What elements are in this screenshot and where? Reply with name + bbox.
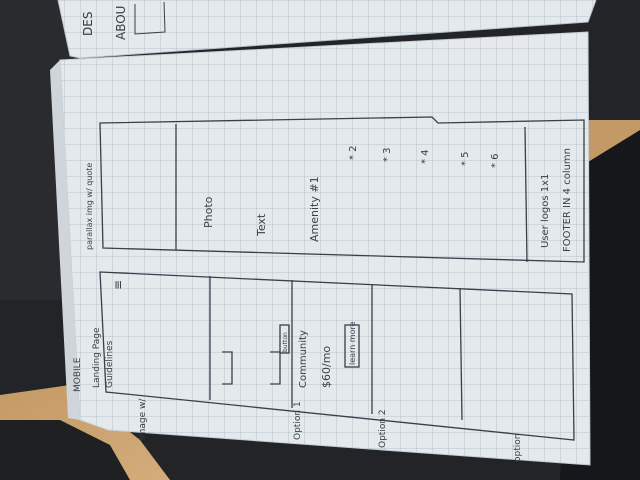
community-title: Community bbox=[298, 330, 309, 388]
desktop-frame bbox=[99, 116, 585, 263]
page-curl-edge bbox=[50, 60, 80, 420]
parallax-note: parallax img w/ quote bbox=[85, 163, 94, 250]
hamburger-icon: ≡ bbox=[111, 280, 125, 290]
price-label: $60/mo bbox=[320, 346, 333, 388]
side-note-option-2: Option 2 bbox=[378, 409, 388, 448]
amenity-1-label: Amenity #1 bbox=[308, 176, 321, 242]
mobile-card-2 bbox=[270, 351, 281, 385]
amenity-2-label: * 2 bbox=[348, 145, 359, 160]
amenity-6-label: * 6 bbox=[490, 153, 501, 168]
top-notebook-page bbox=[57, 0, 597, 59]
user-logos-label: User logos 1x1 bbox=[540, 174, 551, 248]
text-label: Text bbox=[255, 213, 268, 237]
footer-label: FOOTER IN 4 column bbox=[562, 148, 573, 252]
landing-page-line-2: Guidelines bbox=[105, 340, 115, 388]
side-note-option-1: Option 1 bbox=[293, 401, 303, 440]
top-page-box bbox=[134, 1, 166, 35]
learn-more-label: learn more bbox=[348, 321, 357, 365]
desktop-wireframe bbox=[99, 116, 585, 263]
amenity-3-label: * 3 bbox=[382, 147, 393, 162]
learn-more-box bbox=[344, 324, 360, 368]
mobile-button-box bbox=[279, 324, 290, 354]
photo-label: Photo bbox=[202, 196, 215, 228]
desktop-logos-divider bbox=[524, 126, 528, 263]
black-case-object bbox=[0, 420, 130, 480]
mobile-wireframe bbox=[99, 271, 575, 441]
amenity-4-label: * 4 bbox=[420, 149, 431, 164]
side-note-image: Image w/ bbox=[138, 398, 148, 440]
top-page-about-label: ABOU bbox=[114, 6, 128, 40]
amenity-5-label: * 5 bbox=[460, 151, 471, 166]
landing-page-line-1: Landing Page bbox=[92, 327, 102, 388]
top-page-des-label: DES bbox=[81, 12, 95, 36]
side-note-option-3: option bbox=[513, 434, 523, 462]
mobile-frame bbox=[99, 271, 575, 441]
mobile-option2-divider bbox=[459, 287, 463, 421]
mobile-side-title: MOBILE bbox=[73, 357, 83, 392]
mobile-button-label: button bbox=[282, 332, 289, 352]
mobile-card-1 bbox=[222, 351, 233, 385]
